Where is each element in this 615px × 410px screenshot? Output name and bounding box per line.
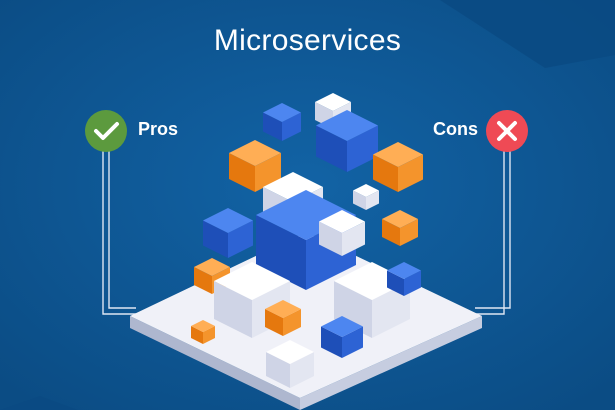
- background-shape-top-right: [440, 0, 615, 68]
- cons-label: Cons: [433, 119, 478, 139]
- cube-white-front: [266, 340, 314, 388]
- pros-badge: [85, 110, 127, 152]
- cube-orange-bottom: [265, 300, 301, 336]
- cube-blue-left: [203, 208, 253, 258]
- cube-blue-top-left: [263, 103, 301, 141]
- check-icon: [94, 122, 119, 140]
- cube-orange-right: [373, 142, 423, 192]
- background-shape-bottom-left: [0, 396, 78, 410]
- page-title: Microservices: [213, 24, 402, 57]
- cube-blue-right-small: [387, 262, 421, 296]
- close-icon: [497, 121, 517, 141]
- cube-blue-bottom: [321, 316, 363, 358]
- platform: [130, 232, 482, 410]
- cube-blue-top-center: [316, 110, 378, 172]
- cons-connector-line: [475, 148, 511, 315]
- cube-orange-small-right: [382, 210, 418, 246]
- cube-white-small: [353, 184, 379, 210]
- cube-white-mid: [319, 210, 365, 256]
- cube-orange-tiny: [191, 320, 215, 344]
- pros-label: Pros: [138, 119, 179, 139]
- cons-badge: [486, 110, 528, 152]
- pros-connector-line: [102, 148, 136, 315]
